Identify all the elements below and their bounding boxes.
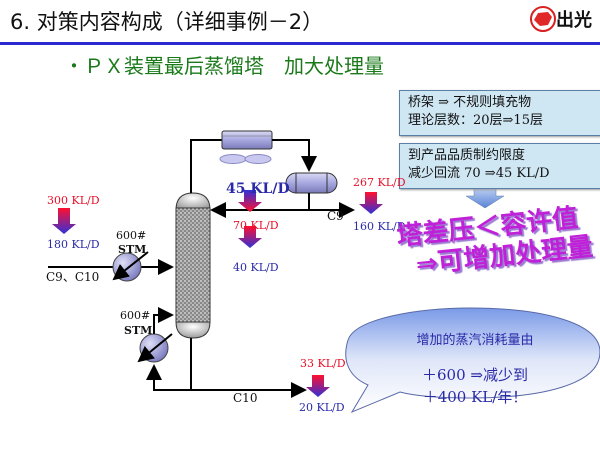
reboiler-steam-pressure-label: 600# xyxy=(120,309,151,322)
c9-after-label: 267 KL/D xyxy=(353,176,406,189)
reflux-decrease-arrow xyxy=(238,190,262,212)
page-title: 6. 对策内容构成（详细事例－2） xyxy=(10,10,324,34)
fan-blade-right xyxy=(244,154,272,164)
reflux-before-label: 70 KL/D xyxy=(233,219,279,232)
c10-stream-label: C10 xyxy=(233,391,258,405)
company-logo-icon xyxy=(530,6,556,32)
feed-after-label: 300 KL/D xyxy=(47,194,100,207)
c10-increase-arrow xyxy=(306,375,330,397)
logo xyxy=(528,4,594,34)
info-box-line: 减少回流 70 ⇒45 KL/D xyxy=(408,166,550,181)
c10-before-label: 20 KL/D xyxy=(299,401,345,414)
steam-pressure-label: 600# xyxy=(116,229,147,242)
feed-before-label: 180 KL/D xyxy=(47,238,100,251)
info-box-line: 到产品品质制约限度 xyxy=(408,148,526,163)
steam-label: STM xyxy=(118,243,147,256)
bubble-line-2: ＋600 ⇒减少到 xyxy=(422,366,528,384)
info-box-line: 理论层数：20层⇒15层 xyxy=(408,113,543,128)
feed-stream-label: C9、C10 xyxy=(46,270,100,284)
info-box-line: 桥架 ⇒ 不规则填充物 xyxy=(408,95,532,110)
reflux-lower-arrow xyxy=(238,226,262,248)
reflux-after-label: 45 KL/D xyxy=(226,181,290,197)
reflux-lower-label: 40 KL/D xyxy=(233,261,279,274)
down-arrow-icon xyxy=(465,185,505,209)
reboiler-steam-label: STM xyxy=(124,324,153,337)
c10-after-label: 33 KL/D xyxy=(300,357,346,370)
bubble-line-3: ＋400 KL/年！ xyxy=(422,388,528,406)
logo-text: 出光 xyxy=(556,10,592,31)
speech-bubble xyxy=(345,307,600,414)
header-divider xyxy=(0,42,600,45)
c9-increase-arrow xyxy=(359,192,383,214)
info-box-reflux: 到产品品质制约限度 减少回流 70 ⇒45 KL/D xyxy=(399,143,600,189)
feed-increase-arrow xyxy=(52,208,76,234)
subtitle: ・ＰＸ装置最后蒸馏塔 加大处理量 xyxy=(64,54,384,78)
info-box-packing: 桥架 ⇒ 不规则填充物 理论层数：20层⇒15层 xyxy=(399,90,600,136)
c9-before-label: 160 KL/D xyxy=(353,220,406,233)
distillation-column xyxy=(175,192,211,339)
fan-blade-left xyxy=(219,154,247,164)
bubble-text: 增加的蒸汽消耗量由 ＋600 ⇒减少到 ＋400 KL/年！ xyxy=(380,330,570,408)
c9-stream-label: C9 xyxy=(327,209,344,223)
condenser xyxy=(221,130,273,150)
bubble-line-1: 增加的蒸汽消耗量由 xyxy=(416,333,534,348)
reflux-drum xyxy=(285,172,338,194)
